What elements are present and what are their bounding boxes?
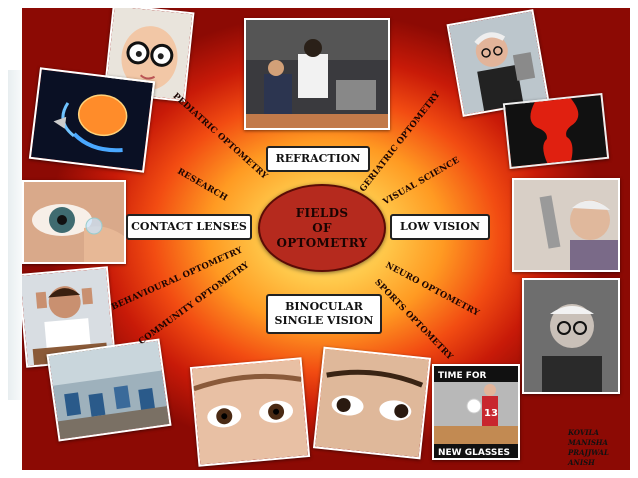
refraction-exam-photo [244,18,390,130]
elderly-man-reading-photo [446,9,550,117]
vase-faces-illusion-photo [502,92,610,170]
author-credits: KOVILA MANISHA PRAJJWAL ANISH [568,428,628,468]
poster-caption-top: TIME FOR [438,371,487,381]
refraction-label: REFRACTION [266,146,370,172]
poster-caption-bottom: NEW GLASSES [438,448,510,458]
binocular-single-vision-label: BINOCULAR SINGLE VISION [266,294,382,334]
branch-visual-science: VISUAL SCIENCE [381,155,462,208]
baby-with-glasses-photo [103,8,195,103]
optometry-mind-map-poster: TIME FOR NEW GLASSES 13 PEDIATRIC OPTOME… [22,8,630,470]
child-eyes-photo [189,357,311,467]
brain-scan-photo [28,67,156,173]
contact-lenses-label: CONTACT LENSES [126,214,252,240]
branch-research: RESEARCH [175,166,230,204]
low-vision-woman-photo [512,178,620,272]
fields-of-optometry-center: FIELDS OF OPTOMETRY [258,184,386,272]
center-title-line2: OF [312,220,332,235]
credit-name: PRAJJWAL [568,448,609,457]
slide-edge-shadow [8,70,22,400]
jersey-number: 13 [484,408,498,419]
credit-name: MANISHA [568,438,608,447]
child-headache-photo [22,266,116,368]
elderly-man-portrait-photo [522,278,620,394]
contact-lens-photo [22,180,126,264]
low-vision-label: LOW VISION [390,214,490,240]
classroom-photo [46,338,172,442]
binocular-line2: SINGLE VISION [274,314,374,327]
center-title-line1: FIELDS [295,205,349,220]
sports-new-glasses-poster-photo: TIME FOR NEW GLASSES 13 [432,364,520,460]
binocular-line1: BINOCULAR [285,300,363,313]
credit-name: ANISH [568,458,595,467]
squint-eyes-photo [312,346,432,460]
credit-name: KOVILA [568,428,599,437]
center-title-line3: OPTOMETRY [276,235,368,250]
